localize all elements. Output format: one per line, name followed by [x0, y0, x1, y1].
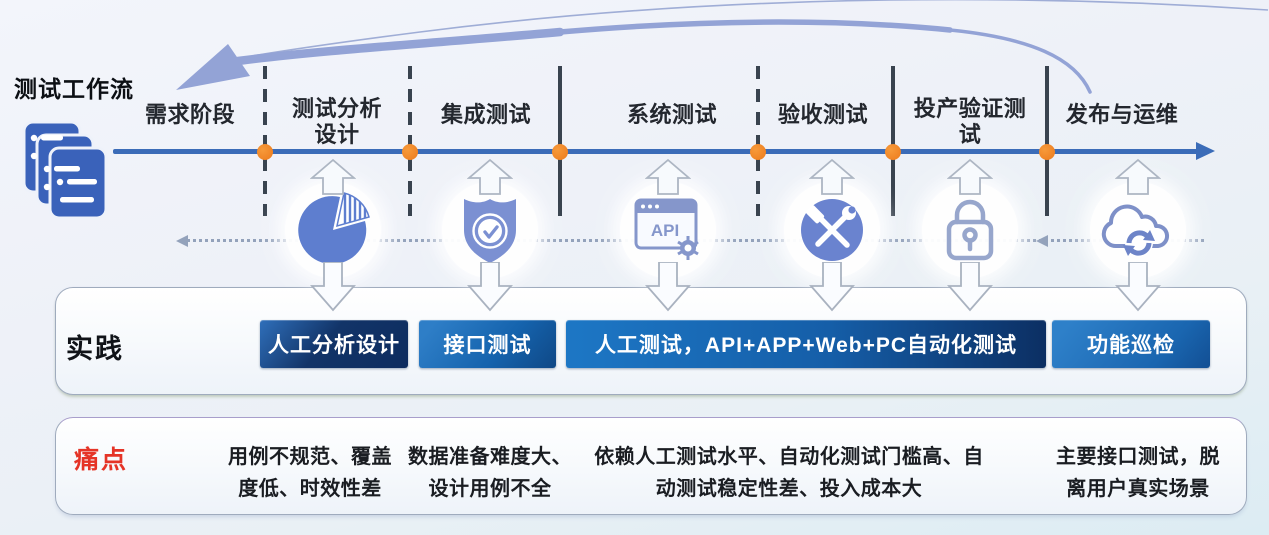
stage-divider: [891, 66, 895, 216]
document-stack-icon: [22, 120, 108, 220]
up-arrow-icon: [947, 158, 993, 195]
up-arrow-icon: [1115, 158, 1161, 195]
pain-label: 痛点: [74, 446, 129, 474]
up-arrow-icon: [310, 158, 356, 195]
stage-divider: [756, 66, 760, 216]
practice-chip-interface-test: 接口测试: [419, 320, 556, 368]
stage-divider: [1045, 66, 1049, 216]
api-window-icon: API: [634, 198, 699, 260]
down-arrow-icon: [467, 262, 513, 312]
up-arrow-icon: [809, 158, 855, 195]
down-arrow-icon: [947, 262, 993, 312]
up-arrow-icon: [645, 158, 691, 195]
stage-label-requirements: 需求阶段: [144, 102, 235, 127]
cloud-sync-icon: [1101, 204, 1169, 257]
backflow-left-arrow-icon: [176, 235, 188, 247]
backflow-left-arrow-icon: [1036, 235, 1048, 247]
stage-divider: [558, 66, 562, 216]
stage-divider: [263, 66, 267, 216]
timeline: [113, 149, 1199, 154]
crossed-tools-icon: [801, 199, 863, 261]
stage-label-acceptance-test: 验收测试: [777, 102, 868, 127]
shield-check-icon: [464, 199, 516, 263]
api-icon-label: API: [651, 221, 679, 240]
practice-chip-manual-analysis-design: 人工分析设计: [260, 320, 408, 368]
diagram-title: 测试工作流: [14, 76, 134, 102]
pain-item-interface-only: 主要接口测试，脱离用户真实场景: [1056, 446, 1220, 500]
practice-label: 实践: [66, 334, 124, 364]
pain-panel: [55, 417, 1247, 515]
pain-item-data-preparation: 数据准备难度大、设计用例不全: [408, 446, 572, 500]
up-arrow-icon: [467, 158, 513, 195]
stage-divider: [408, 66, 412, 216]
down-arrow-icon: [809, 262, 855, 312]
timeline-arrow-icon: [1196, 142, 1215, 160]
milestone-dot: [885, 144, 901, 160]
down-arrow-icon: [310, 262, 356, 312]
practice-chip-function-inspection: 功能巡检: [1052, 320, 1210, 368]
stage-label-production-verification: 投产验证测试: [913, 96, 1027, 147]
stage-label-system-test: 系统测试: [626, 102, 717, 127]
milestone-dot: [257, 144, 273, 160]
milestone-dot: [402, 144, 418, 160]
pie-chart-icon: [298, 192, 370, 265]
stage-label-integration-test: 集成测试: [440, 102, 531, 127]
pain-item-test-cases: 用例不规范、覆盖度低、时效性差: [228, 446, 392, 500]
down-arrow-icon: [1115, 262, 1161, 312]
down-arrow-icon: [645, 262, 691, 312]
loop-back-arrow: [176, 0, 1269, 94]
stage-label-release-ops: 发布与运维: [1065, 102, 1179, 127]
practice-chip-manual-and-automated-test: 人工测试，API+APP+Web+PC自动化测试: [566, 320, 1046, 368]
pain-item-automation-cost: 依赖人工测试水平、自动化测试门槛高、自动测试稳定性差、投入成本大: [594, 446, 984, 500]
milestone-dot: [1039, 144, 1055, 160]
lock-icon: [946, 199, 994, 261]
milestone-dot: [750, 144, 766, 160]
milestone-dot: [552, 144, 568, 160]
stage-label-test-analysis-design: 测试分析设计: [291, 96, 382, 147]
